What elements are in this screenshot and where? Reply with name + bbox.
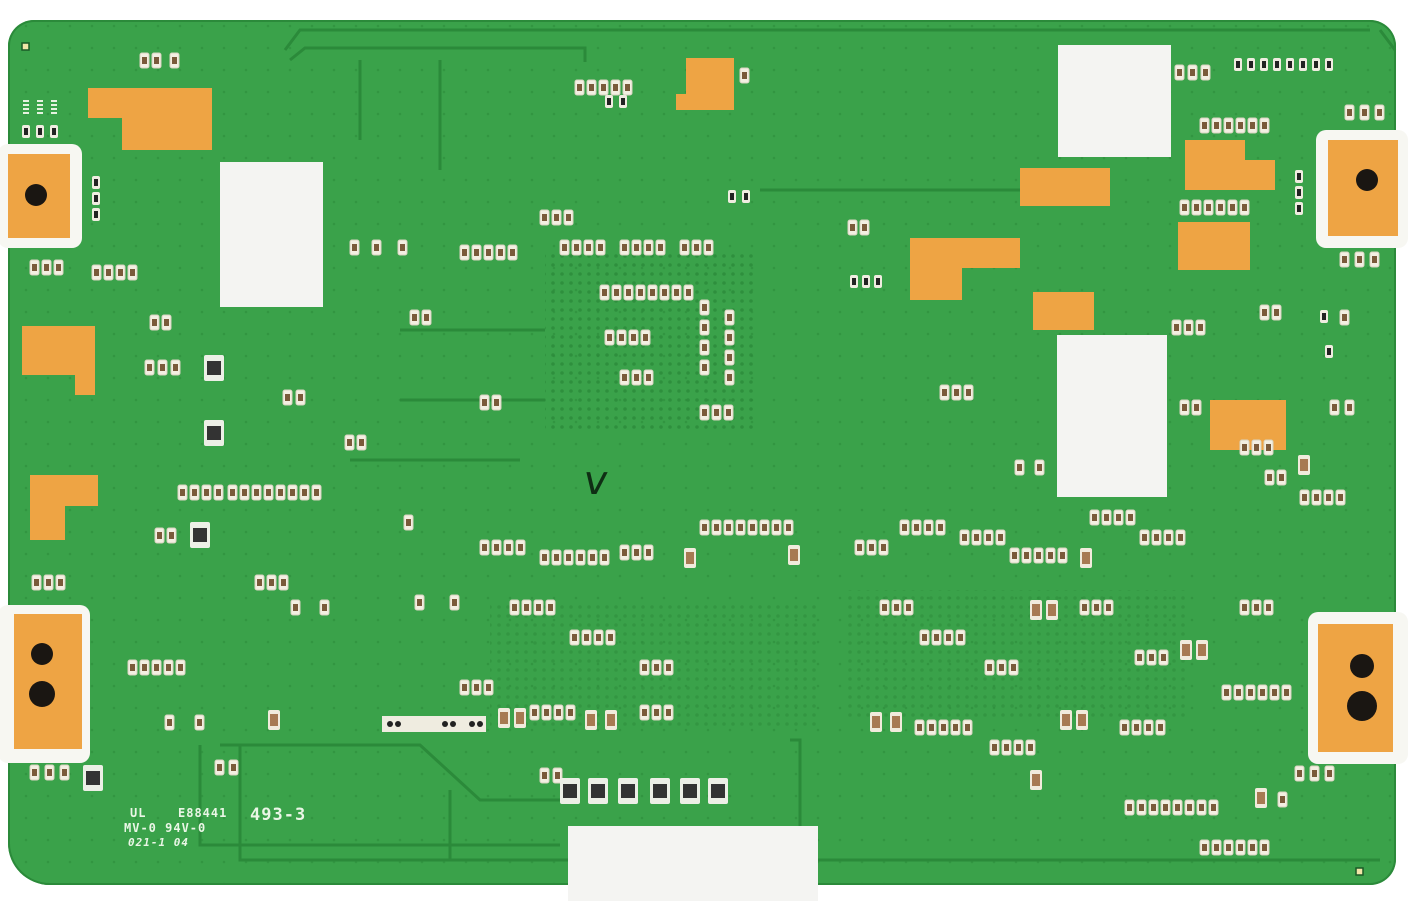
part-number: 493-3: [250, 805, 307, 825]
ul-mark: UL: [130, 806, 147, 820]
date-code: 021-1 04: [128, 836, 189, 849]
mounting-holes: [0, 130, 1408, 764]
smd-components: [22, 52, 1385, 856]
flammability-rating: MV-0 94V-0: [124, 821, 207, 835]
ul-file-number: E88441: [178, 806, 228, 820]
blank-labels: [220, 45, 1171, 901]
copper-pads: [22, 58, 1286, 540]
traces: [198, 28, 1397, 862]
